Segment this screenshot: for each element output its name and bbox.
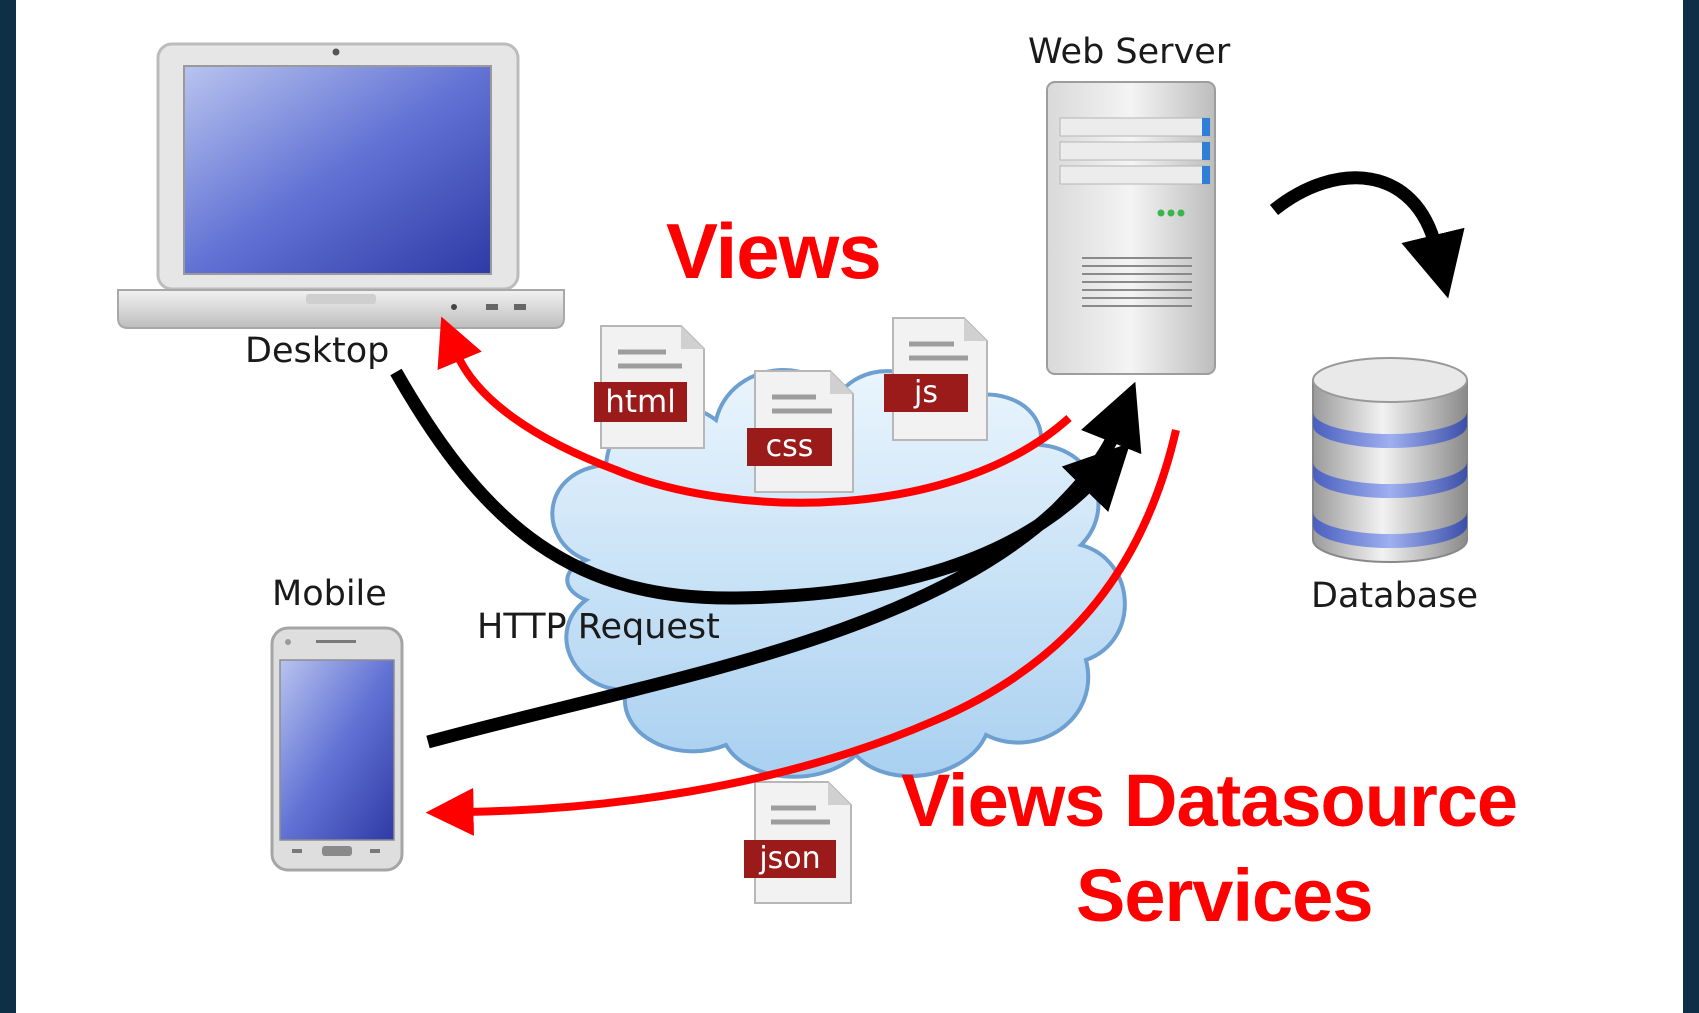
- file-icon: [594, 325, 705, 449]
- views-datasource-headline: Views Datasource: [901, 759, 1518, 842]
- database-label: Database: [1311, 576, 1479, 616]
- laptop-icon: [117, 42, 565, 329]
- diagram-graphics: [117, 42, 1468, 904]
- services-headline: Services: [1076, 854, 1373, 937]
- request-arrow-mobile: [426, 381, 1142, 749]
- response-arrow-views: [437, 316, 1072, 507]
- server-icon: [1046, 81, 1216, 375]
- file-icon: [884, 317, 988, 441]
- response-arrow-services: [425, 429, 1180, 836]
- js-file-badge: js: [914, 375, 938, 410]
- phone-icon: [270, 626, 404, 872]
- file-icon: [747, 370, 854, 493]
- html-file-badge: html: [605, 384, 676, 420]
- desktop-label: Desktop: [245, 331, 390, 371]
- web-server-label: Web Server: [1028, 32, 1231, 72]
- server-to-database-arrow: [1269, 171, 1465, 299]
- diagram-canvas: Desktop Web Server Mobile HTTP Request D…: [16, 0, 1683, 1013]
- database-icon: [1312, 357, 1468, 563]
- css-file-badge: css: [765, 429, 814, 464]
- json-file-badge: json: [759, 841, 821, 876]
- mobile-label: Mobile: [272, 574, 387, 614]
- http-request-label: HTTP Request: [477, 607, 720, 647]
- file-icon: [744, 781, 852, 904]
- views-headline: Views: [666, 207, 882, 295]
